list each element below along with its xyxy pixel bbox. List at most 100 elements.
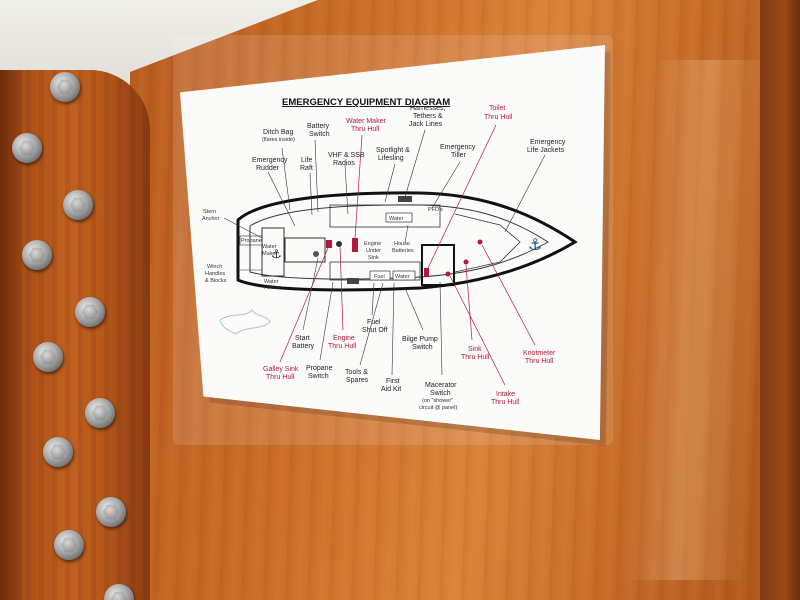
emergency-tiller-label-2: Tiller [451,152,467,159]
knotmeter-label-2: Thru Hull [525,358,554,365]
bolt-icon [85,398,115,428]
engine-thru-hull-marker [336,241,342,247]
harnesses-label-3: Jack Lines [409,121,443,128]
cockpit-locker [261,227,285,277]
sink-thru-hull-label-1: Sink [468,346,482,353]
emergency-diagram-card [180,45,605,440]
macerator-label-2: Switch [430,390,451,397]
water-heater-label-2: Heater [264,285,281,291]
harnesses-label-1: Harnesses, [410,105,445,112]
engine-label-3: Sink [368,255,379,261]
bolt-icon [33,342,63,372]
house-batteries-label-2: Batteries [392,248,414,254]
head-compartment [421,244,455,286]
galley-sink-label-2: Thru Hull [266,374,295,381]
winch-label-3: & Blocks [205,278,227,284]
knotmeter-thru-hull-marker [477,239,483,245]
start-battery-label-2: Battery [292,343,315,350]
bolt-icon [12,133,42,163]
propane-switch-marker [347,278,359,284]
sink-thru-hull-marker [463,259,469,265]
start-battery-marker [313,251,319,257]
toilet-thru-hull-label-1: Toilet [489,105,505,112]
fuel-tank-box [369,270,391,281]
sink-thru-hull-label-2: Thru Hull [461,354,490,361]
emergency-tiller-label-1: Emergency [440,144,476,151]
bilge-pump-label-2: Switch [412,344,433,351]
red-leader-lines [279,124,536,386]
knotmeter-label-1: Knotmeter [523,350,556,357]
water-maker-thru-hull-marker [352,238,358,252]
fuel-tank-label: Fuel [374,274,385,280]
galley-sink-label-1: Galley Sink [263,366,299,373]
stern-anchor-icon: ⚓ [271,247,282,261]
vhf-radios-label-1: VHF & SSB [328,152,365,159]
bolt-icon [43,437,73,467]
v-berth [454,213,521,273]
fuel-shutoff-label-1: Fuel [367,319,381,326]
stern-anchor-label-1: Stern [203,209,216,215]
pfds-label: PFD's [428,207,443,213]
right-teak-post [760,0,800,600]
hull-inner [249,204,549,280]
macerator-label-4: circuit @ panel) [419,405,457,411]
port-settee [329,204,441,228]
tools-label-2: Spares [346,377,369,384]
first-aid-label-2: Aid Kit [381,386,401,393]
first-aid-label-1: First [386,378,400,385]
bolt-icon [50,72,80,102]
engine-label-2: Under [366,248,381,254]
post-edge [0,70,22,600]
engine-thru-hull-label-1: Engine [333,335,355,342]
emergency-rudder-label-2: Rudder [256,165,280,172]
macerator-label-3: (on "shower" [422,398,453,404]
water-maker-thru-hull-label-1: Water Maker [346,118,386,125]
hull-outline [236,191,578,292]
diagram-title: EMERGENCY EQUIPMENT DIAGRAM [282,97,450,108]
intake-thru-hull-marker [445,271,451,277]
ditch-bag-note-label: (flares inside) [262,137,295,143]
start-battery-label-1: Start [295,335,310,342]
water-maker-box-label-2: Maker [262,251,277,257]
life-jackets-label-1: Emergency [530,139,566,146]
engine-thru-hull-label-2: Thru Hull [328,343,357,350]
leader-lines [223,129,546,376]
water-tank-2-label: Water [395,274,410,280]
toilet-thru-hull-marker [424,268,429,277]
propane-switch-label-2: Switch [308,373,329,380]
battery-switch-label-2: Switch [309,131,330,138]
ditch-bag-label: Ditch Bag [263,129,293,136]
water-maker-box-label-1: Water [262,244,277,250]
anchor-icon: ⚓ [528,235,542,254]
house-batteries-label-1: House [394,241,410,247]
propane-locker [239,235,263,246]
intake-thru-hull-label-2: Thru Hull [491,399,520,406]
bolt-icon [54,530,84,560]
water-maker-thru-hull-label-2: Thru Hull [351,126,380,133]
vhf-radios-label-2: Radios [333,160,355,167]
bilge-pump-label-1: Bilge Pump [402,336,438,343]
stern-anchor-label-2: Anchor [202,216,220,222]
water-heater-label-1: Water [264,279,279,285]
winch-label-1: Winch [207,264,222,270]
spotlight-label-2: Lifesling [378,155,404,162]
spotlight-marker [398,196,412,202]
propane-switch-label-1: Propane [306,365,333,372]
spotlight-label-1: Spotlight & [376,147,410,154]
winch-label-2: Handles [205,271,225,277]
intake-thru-hull-label-1: Intake [496,391,515,398]
water-tank-2-box [392,270,416,281]
propane-label: Propane [241,238,262,244]
bolt-icon [104,584,134,600]
battery-switch-label-1: Battery [307,123,330,130]
cockpit-well [284,237,326,263]
bolt-icon [96,497,126,527]
emergency-rudder-label-1: Emergency [252,157,288,164]
harnesses-label-2: Tethers & [413,113,443,120]
water-tank-box [385,212,413,223]
fuel-shutoff-label-2: Shut Off [362,327,388,334]
tools-label-1: Tools & [345,369,368,376]
toilet-thru-hull-label-2: Thru Hull [484,114,513,121]
